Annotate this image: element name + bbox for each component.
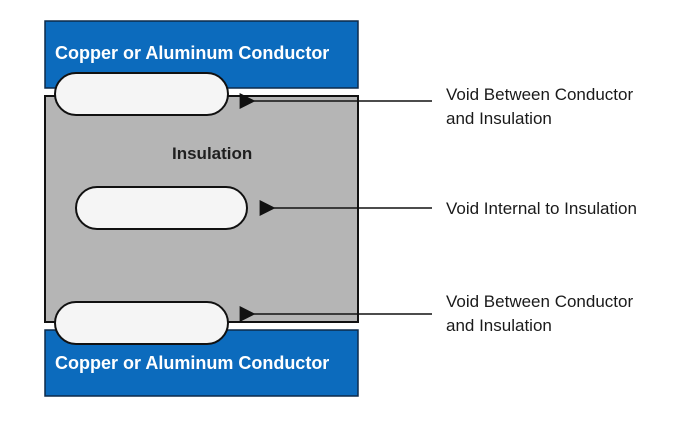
conductor-bottom-label: Copper or Aluminum Conductor xyxy=(55,353,330,373)
callout-top-line1: Void Between Conductor xyxy=(446,85,634,104)
void-internal xyxy=(75,186,248,230)
conductor-top-label: Copper or Aluminum Conductor xyxy=(55,43,330,63)
callout-bottom-line2: and Insulation xyxy=(446,316,552,335)
callout-bottom-line1: Void Between Conductor xyxy=(446,292,634,311)
callout-middle: Void Internal to Insulation xyxy=(446,197,637,221)
insulation-label: Insulation xyxy=(172,144,253,163)
void-bottom-interface xyxy=(54,301,229,345)
callout-middle-line1: Void Internal to Insulation xyxy=(446,199,637,218)
callout-top-line2: and Insulation xyxy=(446,109,552,128)
void-top-interface xyxy=(54,72,229,116)
callout-top: Void Between Conductor and Insulation xyxy=(446,83,633,131)
callout-bottom: Void Between Conductor and Insulation xyxy=(446,290,633,338)
